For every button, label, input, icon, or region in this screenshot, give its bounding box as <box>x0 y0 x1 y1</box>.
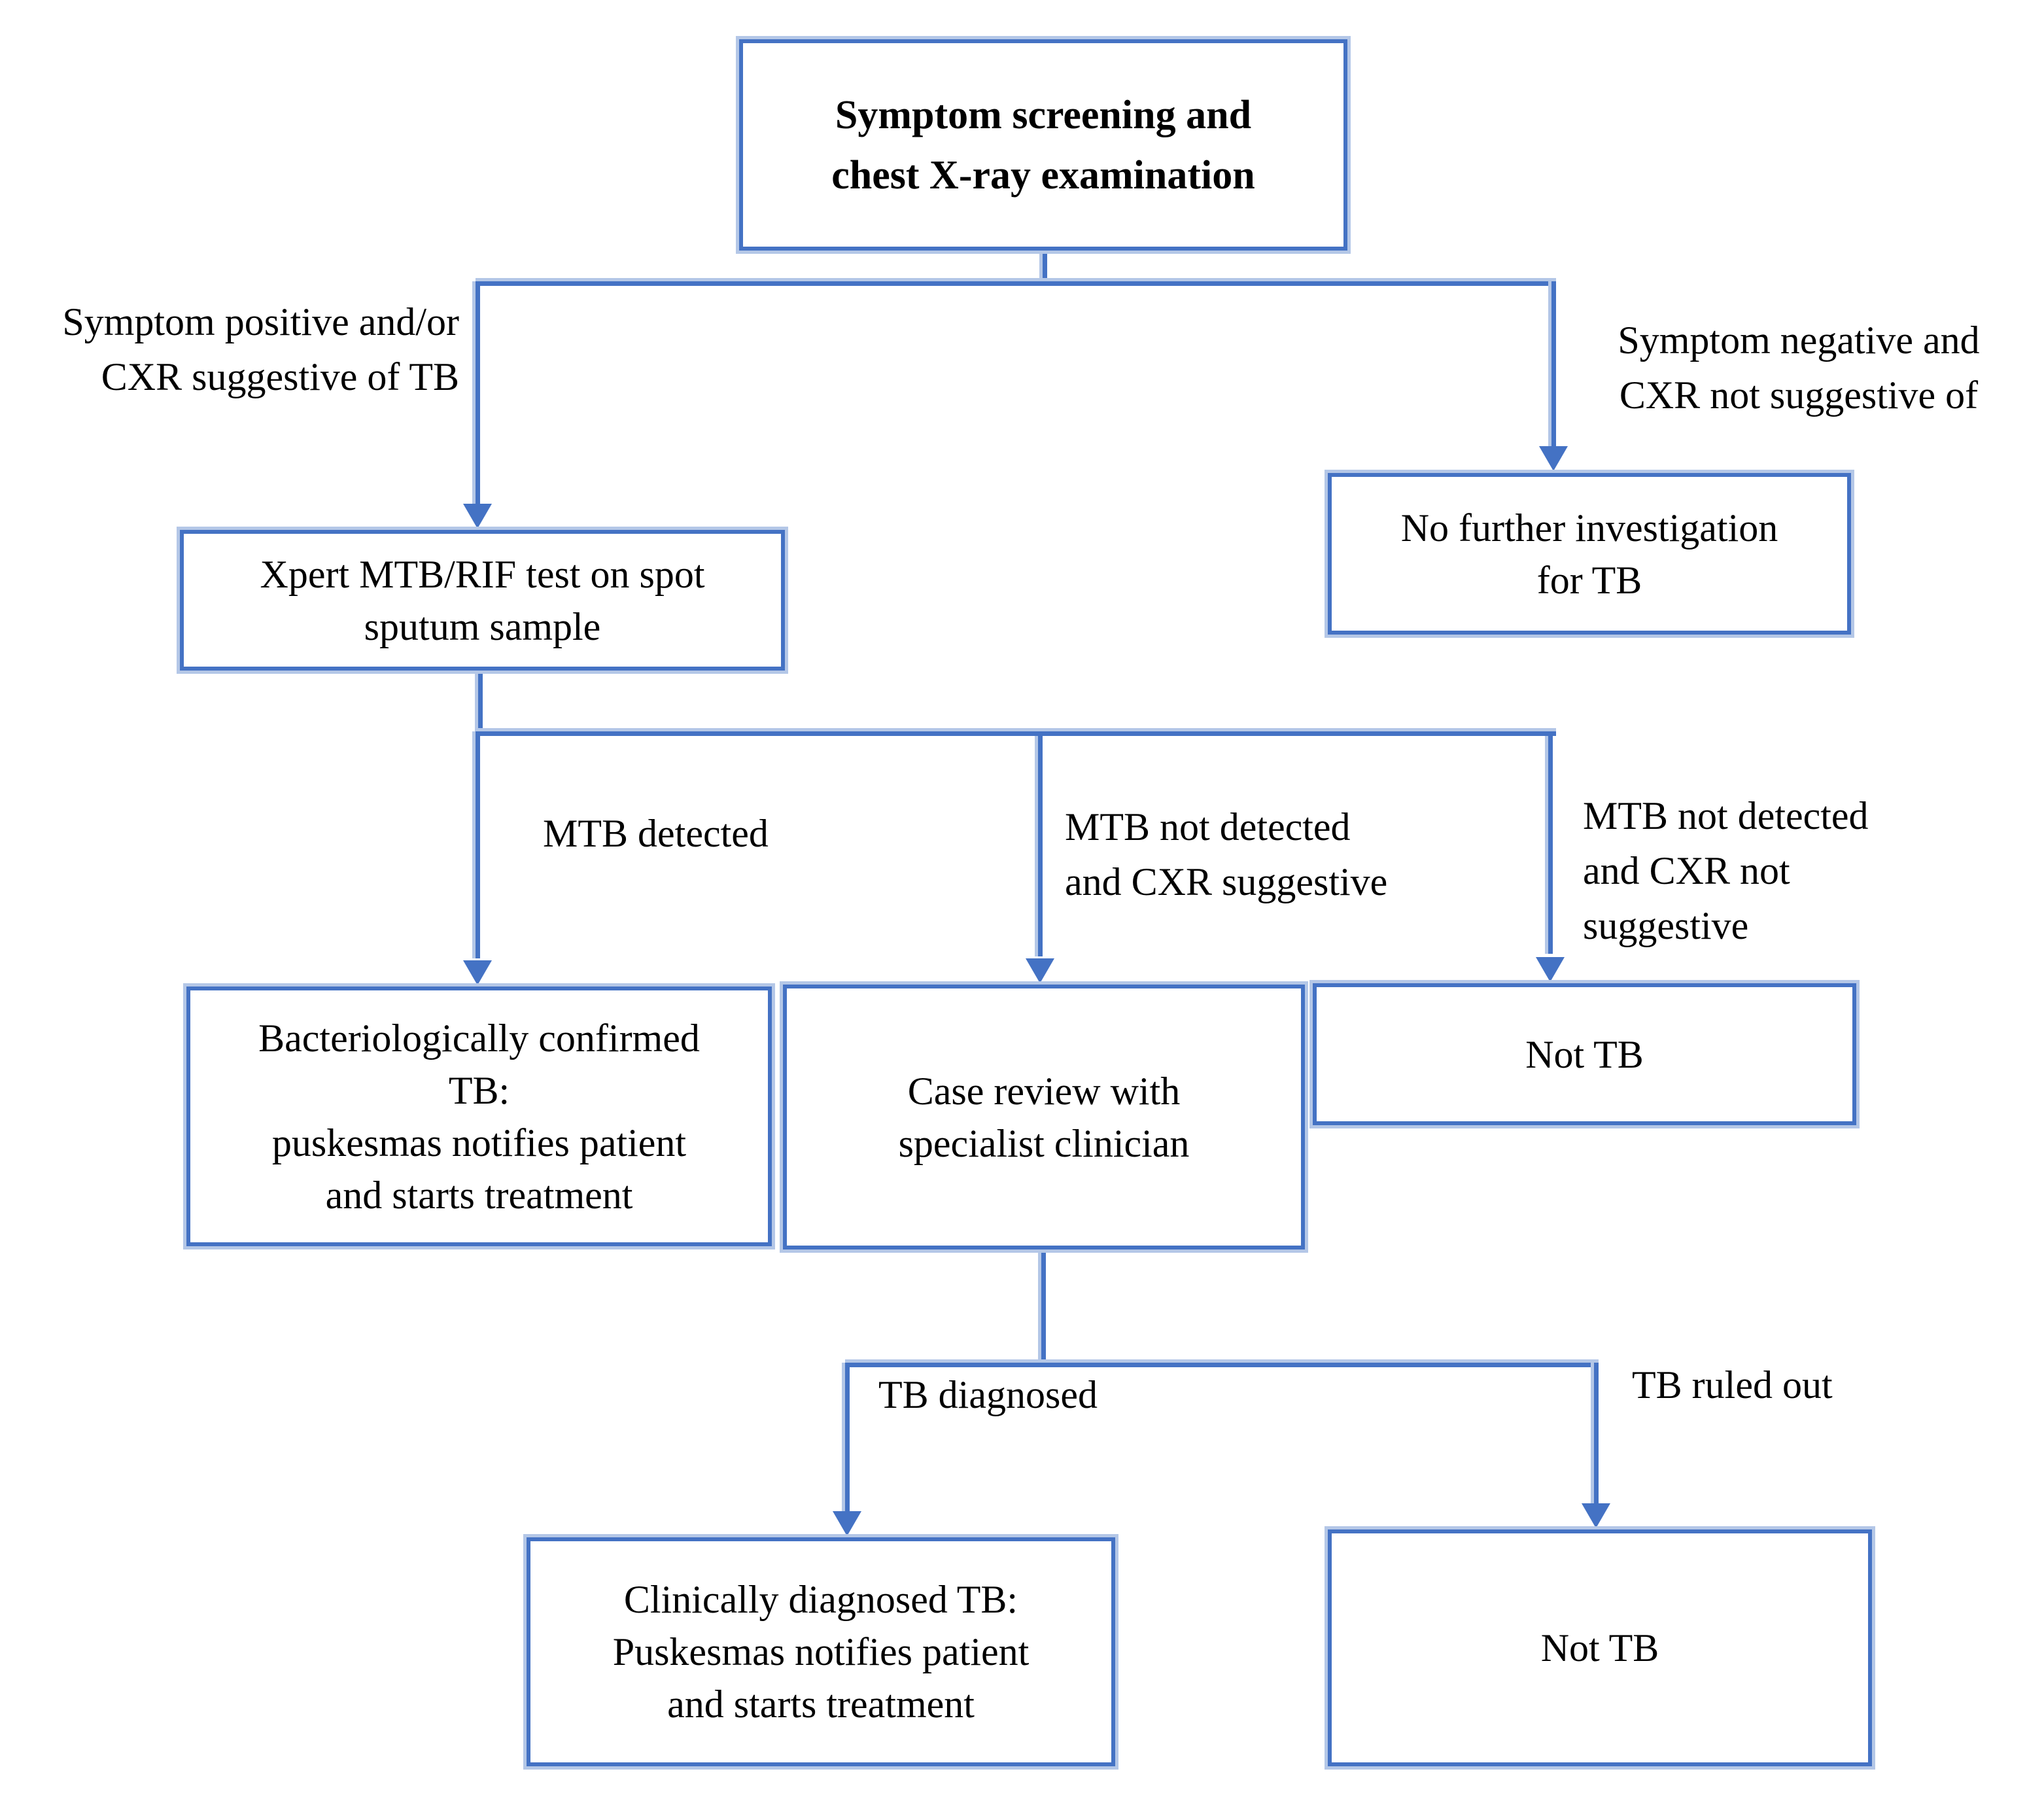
connector-top-stub <box>1043 251 1047 283</box>
edge-label-line: and CXR not <box>1583 849 1790 892</box>
node-line: chest X-ray examination <box>831 152 1255 198</box>
connector-split1-horizontal <box>476 281 1556 286</box>
connector-split2-left-vertical <box>476 731 480 958</box>
edge-label-tb-diagnosed: TB diagnosed <box>878 1367 1098 1422</box>
connector-split1-right-vertical <box>1551 281 1556 446</box>
node-line: Xpert MTB/RIF test on spot <box>260 552 705 596</box>
edge-label-tb-ruled-out: TB ruled out <box>1632 1357 1833 1412</box>
node-line: No further investigation <box>1400 506 1778 550</box>
node-line: for TB <box>1536 558 1642 602</box>
arrowhead-to-xpert <box>463 504 492 529</box>
node-bacteriologically-confirmed: Bacteriologically confirmed TB: puskesma… <box>186 987 772 1246</box>
connector-split3-right-vertical <box>1594 1363 1599 1503</box>
node-line: Clinically diagnosed TB: <box>623 1578 1018 1621</box>
arrowhead-to-bact-confirmed <box>463 960 492 985</box>
connector-split2-middle-vertical <box>1038 736 1043 956</box>
node-line: sputum sample <box>364 604 601 648</box>
connector-split1-left-vertical <box>476 281 480 505</box>
node-line: Not TB <box>1540 1626 1659 1669</box>
node-line: Bacteriologically confirmed <box>258 1016 700 1060</box>
connector-split3-horizontal <box>845 1363 1599 1367</box>
node-line: and starts treatment <box>667 1683 975 1726</box>
node-clinically-diagnosed: Clinically diagnosed TB: Puskesmas notif… <box>527 1537 1115 1766</box>
arrowhead-to-clinically-diagnosed <box>833 1511 861 1536</box>
edge-label-line: TB ruled out <box>1632 1363 1833 1406</box>
node-line: TB: <box>448 1068 510 1112</box>
edge-label-line: MTB detected <box>543 812 769 855</box>
node-line: Case review with <box>907 1069 1181 1113</box>
edge-label-mtb-not-detected-cxr-not-suggestive: MTB not detected and CXR not suggestive <box>1583 788 1869 953</box>
edge-label-line: Symptom negative and <box>1618 319 1980 362</box>
edge-label-mtb-detected: MTB detected <box>543 806 769 861</box>
connector-split3-left-vertical <box>845 1363 850 1511</box>
node-line: Puskesmas notifies patient <box>612 1630 1030 1673</box>
node-symptom-screening: Symptom screening and chest X-ray examin… <box>739 39 1347 251</box>
connector-split2-horizontal <box>476 731 1556 736</box>
edge-label-symptom-positive: Symptom positive and/or CXR suggestive o… <box>20 294 459 404</box>
edge-label-line: TB diagnosed <box>878 1373 1098 1416</box>
edge-label-mtb-not-detected-cxr-suggestive: MTB not detected and CXR suggestive <box>1065 799 1387 909</box>
node-line: puskesmas notifies patient <box>271 1121 687 1164</box>
edge-label-line: MTB not detected <box>1583 794 1869 837</box>
node-line: Not TB <box>1525 1032 1644 1076</box>
edge-label-symptom-negative: Symptom negative and CXR not suggestive … <box>1570 313 2028 423</box>
connector-case-review-stub <box>1041 1249 1046 1367</box>
edge-label-line: and CXR suggestive <box>1065 860 1388 903</box>
node-no-further-investigation: No further investigation for TB <box>1328 473 1851 635</box>
edge-label-line: CXR suggestive of TB <box>101 355 459 398</box>
node-xpert-test: Xpert MTB/RIF test on spot sputum sample <box>180 530 785 671</box>
node-not-tb-bottom: Not TB <box>1328 1529 1872 1766</box>
arrowhead-to-not-tb-bottom <box>1582 1503 1610 1528</box>
edge-label-line: suggestive <box>1583 904 1749 947</box>
arrowhead-to-no-further <box>1539 446 1568 471</box>
node-line: Symptom screening and <box>835 92 1252 137</box>
arrowhead-to-case-review <box>1026 958 1054 983</box>
node-case-review: Case review with specialist clinician <box>783 985 1305 1249</box>
edge-label-line: MTB not detected <box>1065 805 1351 848</box>
arrowhead-to-not-tb-mid <box>1536 957 1565 982</box>
edge-label-line: Symptom positive and/or <box>62 300 459 343</box>
node-line: and starts treatment <box>325 1173 633 1217</box>
connector-split2-right-vertical <box>1548 736 1553 954</box>
node-not-tb-mid: Not TB <box>1313 983 1856 1125</box>
node-line: specialist clinician <box>898 1121 1190 1165</box>
connector-xpert-stub <box>478 671 483 736</box>
edge-label-line: CXR not suggestive of <box>1619 374 1979 417</box>
